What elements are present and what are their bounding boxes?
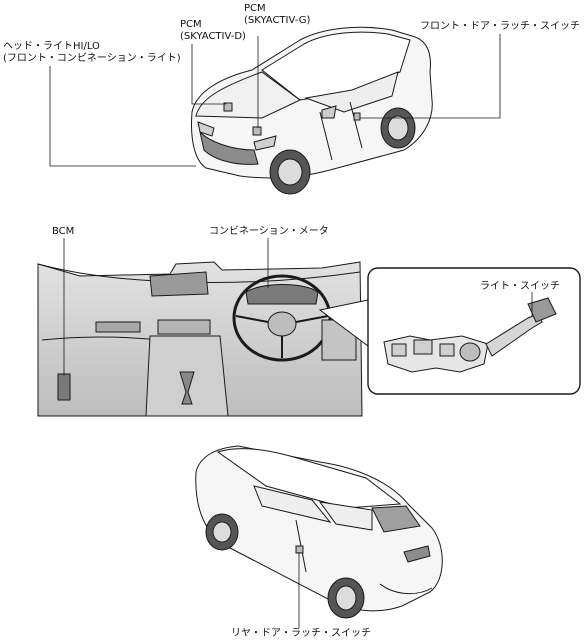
light-switch-inset (318, 267, 581, 395)
label-headlight-hi-lo: ヘッド・ライトHI/LO (フロント・コンビネーション・ライト) (3, 41, 181, 64)
leader-lines-top (49, 34, 501, 167)
label-instrument-cluster: コンビネーション・メータ (209, 226, 329, 237)
rear-car-illustration (195, 445, 443, 619)
dashboard-illustration (37, 261, 363, 417)
label-light-switch: ライト・スイッチ (480, 281, 560, 292)
label-pcm-skyactiv-d: PCM (SKYACTIV-D) (180, 19, 246, 42)
label-rear-door-latch-switch: リヤ・ドア・ラッチ・スイッチ (231, 628, 371, 639)
leader-lines-dash (63, 238, 269, 376)
front-car-illustration (191, 26, 433, 195)
label-front-door-latch-switch: フロント・ドア・ラッチ・スイッチ (420, 21, 580, 32)
label-bcm: BCM (52, 226, 75, 237)
label-pcm-skyactiv-g: PCM (SKYACTIV-G) (244, 3, 311, 26)
